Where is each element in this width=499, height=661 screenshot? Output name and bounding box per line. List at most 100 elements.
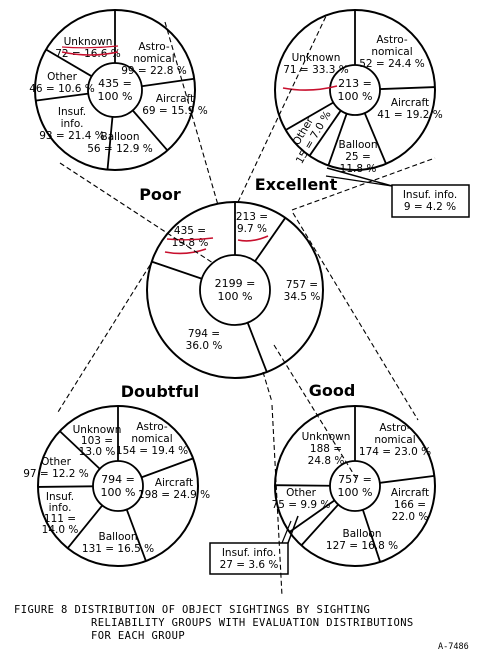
poor-aircraft-label-line: 69 = 15.9 % xyxy=(142,105,208,117)
doubtful-title: Doubtful xyxy=(121,382,200,401)
connector-line xyxy=(57,264,151,413)
overall-doubtful-label-line: 794 = xyxy=(188,328,220,340)
poor-astronomical-label-line: Astro- xyxy=(138,41,169,53)
good-aircraft-label-line: 22.0 % xyxy=(392,511,429,523)
good-aircraft-label-line: 166 = xyxy=(394,499,426,511)
callout-line xyxy=(325,175,393,187)
pie-slice-divider xyxy=(308,110,342,157)
pie-slice-divider xyxy=(141,77,195,88)
doubtful-aircraft-label-line: 198 = 24.9 % xyxy=(138,489,210,501)
excellent-unknown-label-line: 71 = 33.3 % xyxy=(283,64,349,76)
doubtful-balloon-label-line: Balloon xyxy=(99,531,138,543)
excellent-insuf-info-label: Insuf. info.9 = 4.2 % xyxy=(403,189,457,213)
poor-unknown-underline xyxy=(61,51,119,56)
total-count: 213 = xyxy=(338,77,372,90)
doubtful-insuf-info-label-line: Insuf. xyxy=(46,491,74,503)
doubtful-aircraft-label-line: Aircraft xyxy=(155,477,193,489)
poor-other-label-line: Other xyxy=(47,71,77,83)
poor-title: Poor xyxy=(139,185,181,204)
poor-underline xyxy=(164,248,207,255)
connector-line xyxy=(262,371,273,403)
doubtful-unknown-label-line: Unknown xyxy=(73,424,122,436)
excellent-unknown-label-line: Unknown xyxy=(292,52,341,64)
pie-slice-divider xyxy=(379,86,435,90)
pie-slice-divider xyxy=(132,109,169,151)
doubtful-balloon-label-line: 131 = 16.5 % xyxy=(82,543,154,555)
pie-slice-divider xyxy=(327,113,348,166)
overall-excellent-label: 213 =9.7 % xyxy=(236,211,268,235)
excellent-astronomical-label-line: 52 = 24.4 % xyxy=(359,58,425,70)
doubtful-total-label: 794 =100 % xyxy=(101,473,136,499)
excellent-insuf-info-label-line: 9 = 4.2 % xyxy=(404,201,456,213)
poor-unknown-label-line: Unknown xyxy=(64,36,113,48)
good-insuf-info-label-line: 27 = 3.6 % xyxy=(220,559,279,571)
good-title: Good xyxy=(309,381,356,400)
figure-code: A-7486 xyxy=(438,642,469,652)
doubtful-astronomical-label-line: nomical xyxy=(131,433,172,445)
excellent-aircraft-label-line: 41 = 19.2 % xyxy=(377,109,443,121)
poor-astronomical-label-line: nomical xyxy=(133,53,174,65)
overall-poor-label: 435 =19.8 % xyxy=(172,225,209,249)
pie-slice-divider xyxy=(151,260,203,280)
excellent-insuf-info-label-line: Insuf. info. xyxy=(403,189,457,201)
good-insuf-info-label-line: Insuf. info. xyxy=(222,547,276,559)
poor-unknown-label-line: 72 = 16.6 % xyxy=(55,48,121,60)
good-unknown-label-line: Unknown xyxy=(302,431,351,443)
good-balloon-label-line: Balloon xyxy=(343,528,382,540)
good-aircraft-label-line: Aircraft xyxy=(391,487,429,499)
poor-balloon-label-line: 56 = 12.9 % xyxy=(87,143,153,155)
total-percent: 100 % xyxy=(338,90,373,103)
good-unknown-label-line: 188 = xyxy=(310,443,342,455)
overall-total-label: 2199 =100 % xyxy=(215,277,256,303)
callout-line xyxy=(287,515,299,544)
overall-doubtful-label: 794 =36.0 % xyxy=(186,328,223,352)
pie-slice-divider xyxy=(363,112,387,165)
total-percent: 100 % xyxy=(101,486,136,499)
total-count: 435 = xyxy=(98,77,132,90)
doubtful-other-label-line: Other xyxy=(41,456,71,468)
good-astronomical-label-line: nomical xyxy=(374,434,415,446)
pie-slice-divider xyxy=(37,485,94,488)
poor-total-label: 435 =100 % xyxy=(98,77,133,103)
pie-slice-divider xyxy=(300,503,339,546)
good-total-label: 757 =100 % xyxy=(338,473,373,499)
excellent-aircraft-label-line: Aircraft xyxy=(391,97,429,109)
poor-astronomical-label-line: 99 = 22.8 % xyxy=(121,65,187,77)
pie-slice-divider xyxy=(274,484,331,487)
good-insuf-box xyxy=(209,542,289,575)
doubtful-insuf-info-label-line: 111 = xyxy=(44,513,76,525)
excellent-balloon-label-line: Balloon xyxy=(339,139,378,151)
poor-other-label-line: 46 = 10.6 % xyxy=(29,83,95,95)
excellent-title: Excellent xyxy=(255,175,338,194)
caption-line: RELIABILITY GROUPS WITH EVALUATION DISTR… xyxy=(91,617,414,629)
pie-slice-divider xyxy=(285,101,334,131)
total-percent: 100 % xyxy=(98,90,133,103)
overall-good-label: 757 =34.5 % xyxy=(284,279,321,303)
overall-good-label-line: 34.5 % xyxy=(284,291,321,303)
connector-line xyxy=(59,162,214,264)
caption-line: FOR EACH GROUP xyxy=(91,630,186,642)
poor-insuf-info-label-line: info. xyxy=(61,118,84,130)
poor-count-underline xyxy=(166,237,214,241)
total-percent: 100 % xyxy=(338,486,373,499)
doubtful-unknown-label-line: 13.0 % xyxy=(79,446,116,458)
connector-line xyxy=(291,157,436,211)
pie-slice-divider xyxy=(45,48,93,78)
excellent-total-label: 213 =100 % xyxy=(338,77,373,103)
pie-slice-divider xyxy=(141,457,194,479)
